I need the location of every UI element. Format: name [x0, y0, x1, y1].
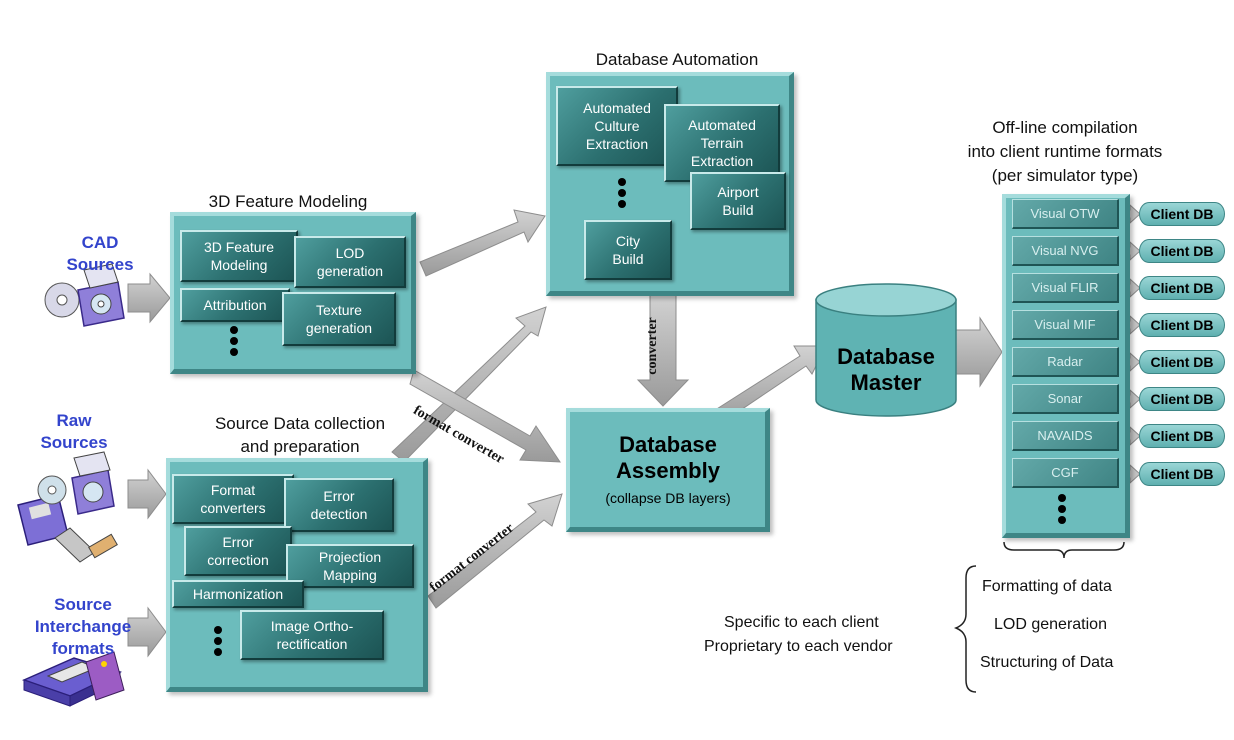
note-structuring: Structuring of Data: [980, 654, 1114, 671]
stack-item-visual-otw: Visual OTW: [1012, 199, 1119, 229]
automation-title: Database Automation: [595, 50, 759, 69]
raw-sources-label: Raw Sources: [40, 411, 108, 452]
cad-sources-icon: [44, 263, 125, 327]
stack-item-visual-flir: Visual FLIR: [1012, 273, 1119, 303]
tile-airport-build: Airport Build: [690, 172, 786, 230]
arrow-automation-to-assembly: [636, 293, 690, 407]
compilation-title-2: into client runtime formats: [967, 142, 1163, 161]
arrow-master-to-compilation: [955, 316, 1003, 388]
tile-projection-mapping: Projection Mapping: [286, 544, 414, 588]
tile-image-ortho: Image Ortho- rectification: [240, 610, 384, 660]
notes-brace: [953, 565, 977, 693]
note-specific: Specific to each client: [724, 614, 879, 631]
client-db-3: Client DB: [1139, 276, 1225, 300]
stack-bracket: [1003, 541, 1125, 559]
tile-harmonization: Harmonization: [172, 580, 304, 608]
note-lod: LOD generation: [994, 616, 1107, 633]
stack-item-cgf: CGF: [1012, 458, 1119, 488]
stack-item-sonar: Sonar: [1012, 384, 1119, 414]
arrow-interchange-to-source: [127, 606, 167, 658]
client-db-8: Client DB: [1139, 462, 1225, 486]
assembly-panel: [566, 408, 770, 532]
client-db-7: Client DB: [1139, 424, 1225, 448]
tile-format-converters: Format converters: [172, 474, 294, 524]
note-formatting: Formatting of data: [982, 578, 1112, 595]
client-db-5: Client DB: [1139, 350, 1225, 374]
tile-error-detection: Error detection: [284, 478, 394, 532]
stack-item-radar: Radar: [1012, 347, 1119, 377]
compilation-title-3: (per simulator type): [991, 166, 1139, 185]
tile-error-correction: Error correction: [184, 526, 292, 576]
source-collection-title-1: Source Data collection: [214, 414, 386, 433]
client-db-2: Client DB: [1139, 239, 1225, 263]
stack-item-visual-nvg: Visual NVG: [1012, 236, 1119, 266]
tile-culture-extraction: Automated Culture Extraction: [556, 86, 678, 166]
cad-sources-label: CAD Sources: [66, 233, 134, 274]
arrow-raw-to-source: [127, 468, 167, 520]
master-label-2: Master: [850, 370, 922, 395]
master-label-1: Database: [837, 344, 935, 369]
database-master-cylinder: [815, 283, 957, 417]
tile-3d-feature-modeling: 3D Feature Modeling: [180, 230, 298, 282]
feature-modeling-ellipsis: [230, 326, 240, 359]
arrow-source-to-assembly: [427, 493, 563, 609]
raw-sources-icon: [17, 451, 118, 563]
compilation-title-1: Off-line compilation: [992, 118, 1138, 137]
interchange-sources-label: Source Interchange formats: [34, 595, 132, 658]
automation-ellipsis: [618, 178, 628, 211]
stack-item-visual-mif: Visual MIF: [1012, 310, 1119, 340]
arrow-source-to-automation: [391, 306, 547, 463]
note-proprietary: Proprietary to each vendor: [704, 638, 893, 655]
arrow-cad-to-feature: [127, 272, 171, 324]
label-converter: converter: [644, 317, 660, 375]
client-db-1: Client DB: [1139, 202, 1225, 226]
source-collection-ellipsis: [214, 626, 224, 659]
tile-texture-generation: Texture generation: [282, 292, 396, 346]
interchange-icon: [21, 651, 125, 707]
client-db-6: Client DB: [1139, 387, 1225, 411]
assembly-title-2: Assembly: [616, 458, 720, 483]
client-db-4: Client DB: [1139, 313, 1225, 337]
tile-attribution: Attribution: [180, 288, 290, 322]
arrow-feature-to-assembly: [409, 369, 561, 463]
feature-modeling-title: 3D Feature Modeling: [208, 192, 368, 211]
compilation-ellipsis: [1058, 494, 1068, 527]
assembly-subtitle: (collapse DB layers): [605, 490, 731, 506]
assembly-title-1: Database: [619, 432, 717, 457]
tile-terrain-extraction: Automated Terrain Extraction: [664, 104, 780, 182]
tile-city-build: City Build: [584, 220, 672, 280]
source-collection-title-2: and preparation: [240, 437, 360, 456]
stack-item-navaids: NAVAIDS: [1012, 421, 1119, 451]
arrow-feature-to-automation: [419, 209, 546, 277]
tile-lod-generation: LOD generation: [294, 236, 406, 288]
